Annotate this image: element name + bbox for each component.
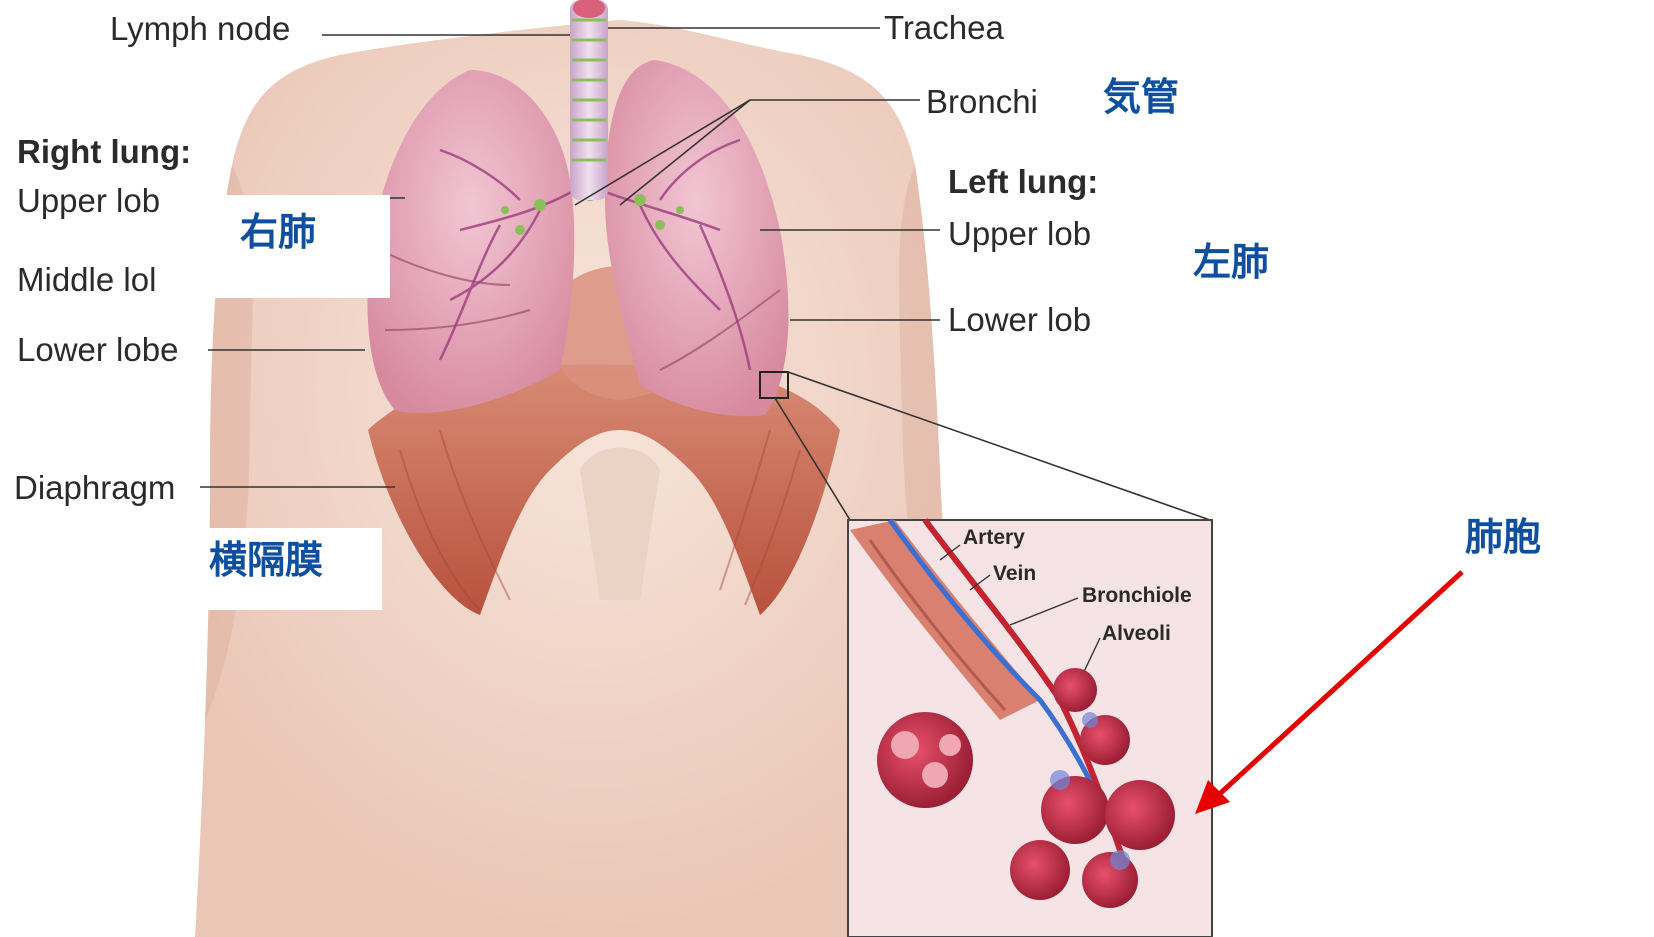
label-right-lung: Right lung:	[17, 135, 191, 168]
label-trachea: Trachea	[884, 11, 1004, 44]
jp-label-diaphragm: 横隔膜	[209, 541, 323, 579]
label-left-lung: Left lung:	[948, 165, 1098, 198]
label-alveoli: Alveoli	[1102, 623, 1171, 644]
label-middle-lobe: Middle lol	[17, 263, 156, 296]
jp-label-right-lung: 右肺	[240, 213, 316, 251]
label-bronchiole: Bronchiole	[1082, 585, 1192, 606]
label-vein: Vein	[993, 563, 1036, 584]
label-lymph-node: Lymph node	[110, 12, 290, 45]
jp-label-trachea: 気管	[1103, 78, 1179, 116]
jp-label-left-lung: 左肺	[1193, 243, 1269, 281]
label-artery: Artery	[963, 527, 1025, 548]
label-lower-lobe-right: Lower lobe	[17, 333, 178, 366]
label-upper-lobe-right: Upper lob	[17, 184, 160, 217]
annotation-arrow	[1195, 572, 1462, 814]
label-lower-lobe-left: Lower lob	[948, 303, 1091, 336]
label-bronchi: Bronchi	[926, 85, 1038, 118]
jp-label-alveoli: 肺胞	[1465, 518, 1541, 556]
label-diaphragm: Diaphragm	[14, 471, 175, 504]
label-upper-lobe-left: Upper lob	[948, 217, 1091, 250]
